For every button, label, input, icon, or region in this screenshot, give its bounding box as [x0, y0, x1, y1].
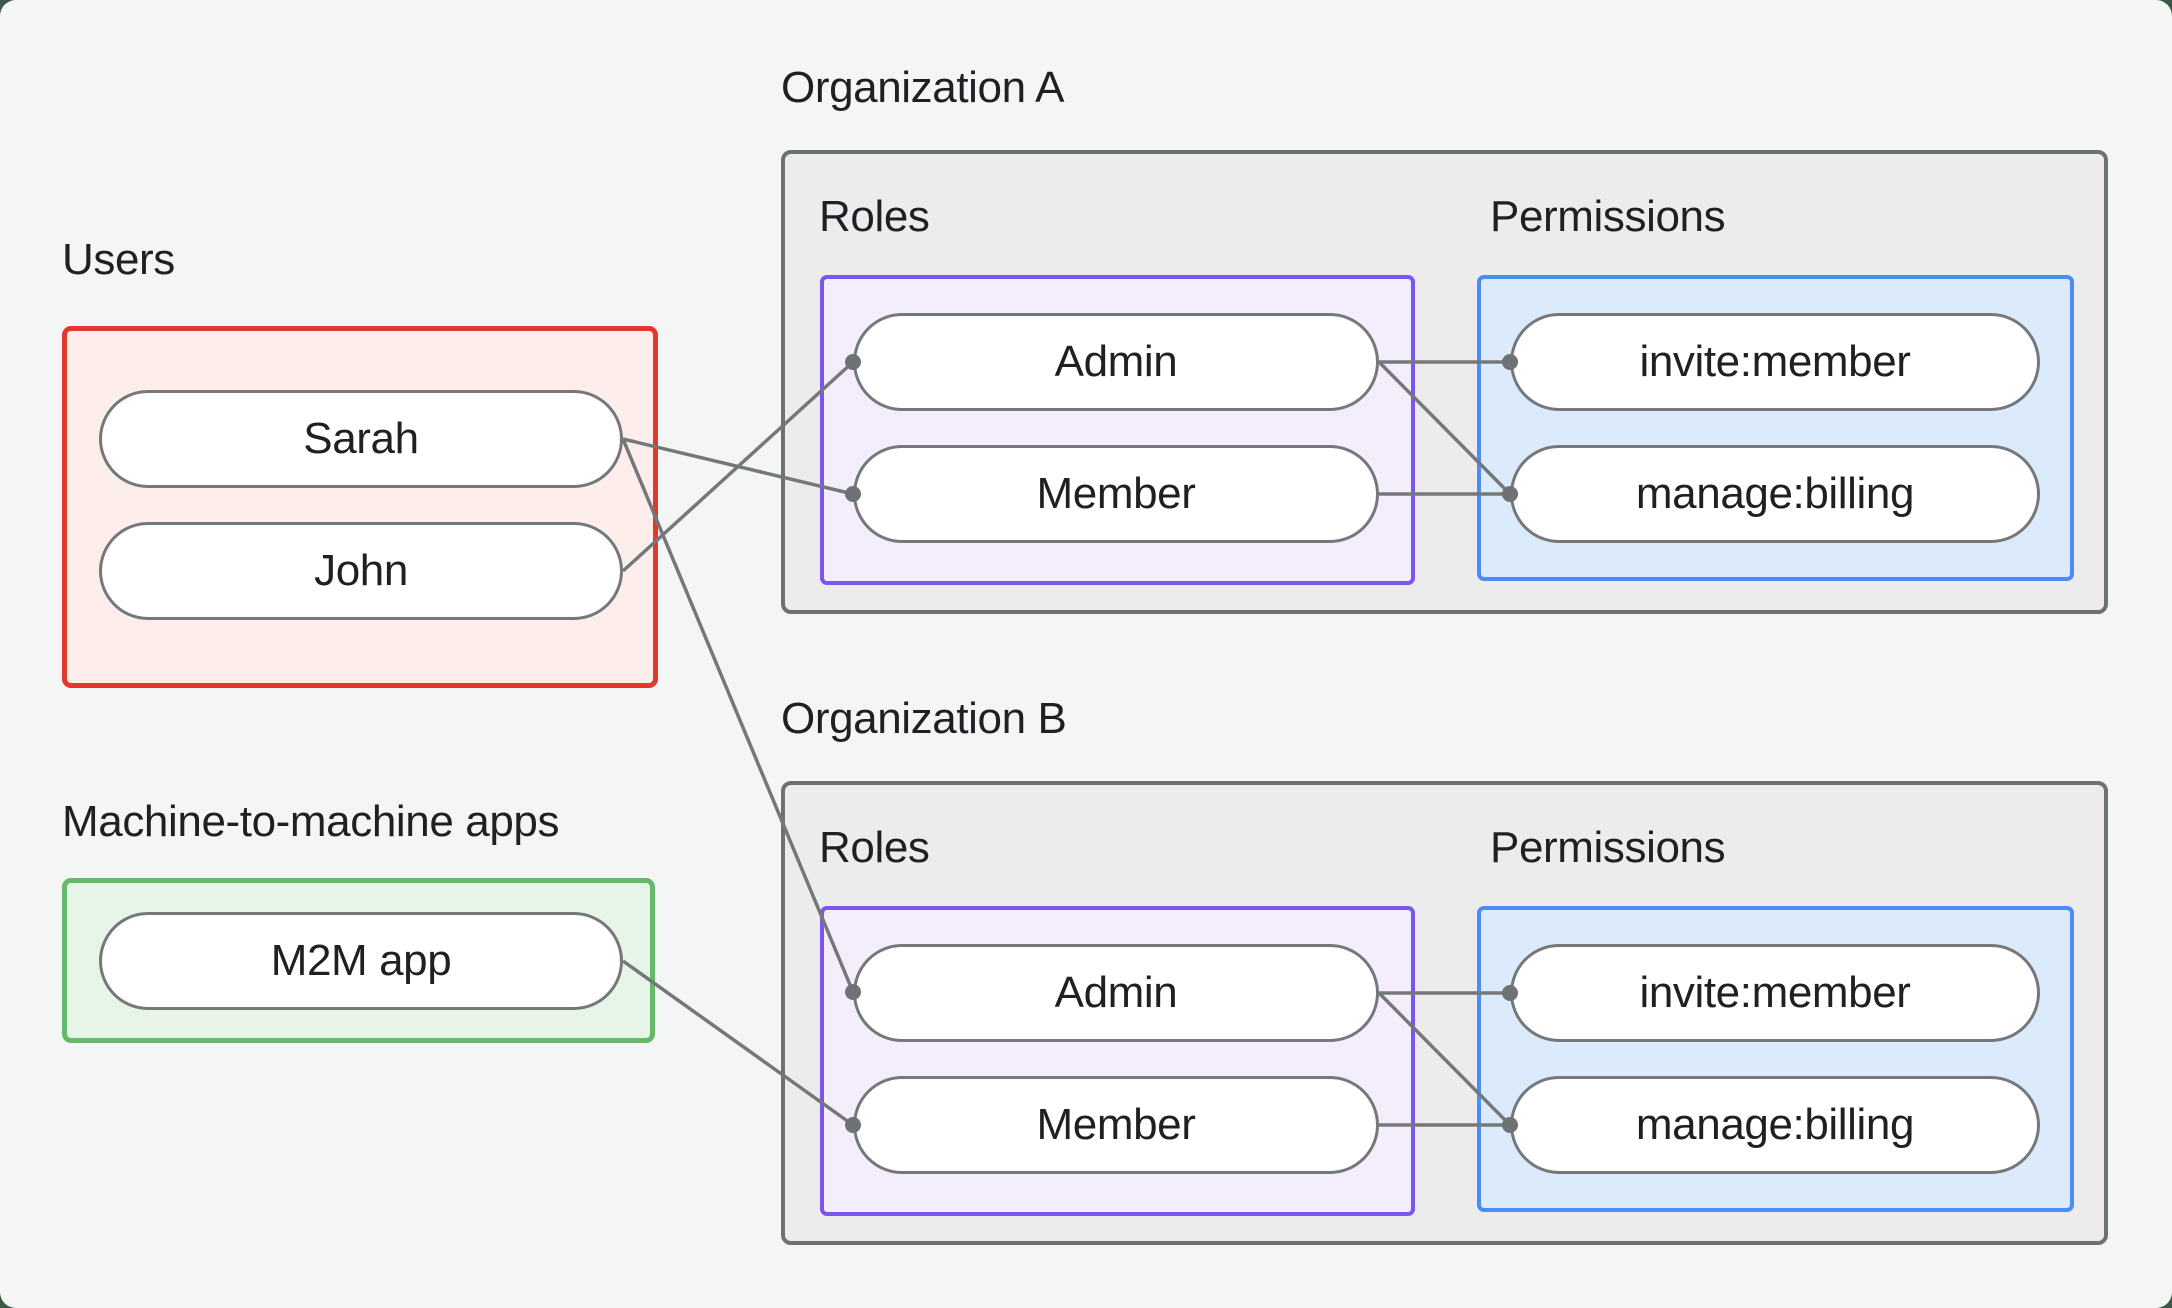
- org-a-role-member: Member: [853, 445, 1379, 543]
- org-a-permission-manage-billing: manage:billing: [1510, 445, 2040, 543]
- org-b-title: Organization B: [781, 694, 1067, 743]
- org-a-roles-label: Roles: [819, 192, 930, 241]
- users-group-label: Users: [62, 235, 175, 284]
- org-b-role-member: Member: [853, 1076, 1379, 1174]
- m2m-app-node: M2M app: [99, 912, 623, 1010]
- user-node-john: John: [99, 522, 623, 620]
- org-a-role-admin: Admin: [853, 313, 1379, 411]
- org-b-permission-invite-member: invite:member: [1510, 944, 2040, 1042]
- user-node-sarah: Sarah: [99, 390, 623, 488]
- m2m-group-label: Machine-to-machine apps: [62, 797, 560, 846]
- org-a-title: Organization A: [781, 63, 1065, 112]
- users-group-box: [62, 326, 658, 688]
- org-b-role-admin: Admin: [853, 944, 1379, 1042]
- org-a-permission-invite-member: invite:member: [1510, 313, 2040, 411]
- org-a-permissions-label: Permissions: [1490, 192, 1726, 241]
- org-b-permissions-label: Permissions: [1490, 823, 1726, 872]
- org-b-roles-label: Roles: [819, 823, 930, 872]
- org-b-permission-manage-billing: manage:billing: [1510, 1076, 2040, 1174]
